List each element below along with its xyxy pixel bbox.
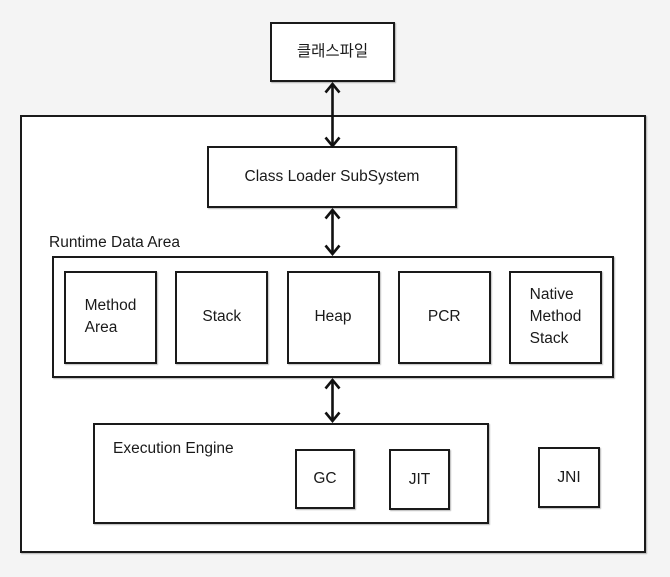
jit-box: JIT (389, 449, 450, 510)
jit-label: JIT (408, 470, 431, 488)
method-area-label: Method Area (84, 297, 137, 336)
classfile-label: 클래스파일 (296, 43, 369, 60)
execution-engine-label: Execution Engine (113, 440, 234, 457)
jni-box: JNI (538, 447, 600, 508)
classfile-box: 클래스파일 (270, 22, 395, 82)
class-loader-subsystem-label: Class Loader SubSystem (244, 168, 420, 185)
native-method-stack-box: Native Method Stack (509, 270, 602, 364)
runtime-data-area-box: Method Area Stack Heap PCR Native Method… (52, 256, 614, 378)
execution-engine-box: Execution Engine GC JIT (93, 423, 489, 524)
native-method-stack-label: Native Method Stack (529, 286, 582, 347)
bidirectional-arrow-rda-engine (324, 378, 341, 423)
class-loader-subsystem-box: Class Loader SubSystem (207, 146, 457, 208)
gc-label: GC (313, 470, 337, 487)
runtime-data-area-label: Runtime Data Area (49, 234, 180, 251)
bidirectional-arrow-classfile-loader (324, 82, 341, 148)
heap-box: Heap (286, 270, 380, 364)
method-area-box: Method Area (64, 270, 157, 364)
gc-box: GC (295, 449, 355, 509)
stack-label: Stack (202, 308, 242, 325)
pcr-box: PCR (397, 270, 491, 364)
stack-box: Stack (175, 270, 269, 364)
bidirectional-arrow-loader-rda (324, 208, 341, 256)
pcr-label: PCR (427, 308, 461, 325)
heap-label: Heap (314, 308, 352, 325)
jni-label: JNI (557, 468, 581, 486)
